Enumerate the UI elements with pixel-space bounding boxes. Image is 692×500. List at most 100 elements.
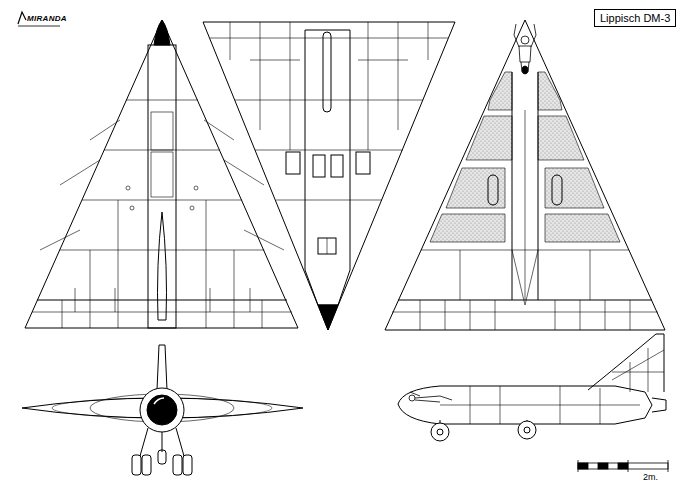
bottom-view	[260, 22, 261, 130]
structure-view	[538, 72, 539, 300]
reclining-pilot	[409, 392, 452, 402]
structure-view	[525, 110, 526, 300]
maker-logo: MIRANDA	[27, 14, 67, 23]
top-view	[234, 300, 235, 328]
front-view	[147, 395, 177, 425]
structure-view	[470, 300, 471, 330]
top-view	[194, 186, 198, 190]
reclining-pilot	[410, 392, 420, 396]
top-view	[82, 200, 242, 201]
structure-view	[545, 168, 604, 208]
scale-bar	[578, 463, 588, 469]
structure-view	[430, 214, 505, 242]
structure-view	[488, 72, 512, 110]
bottom-view	[331, 155, 343, 177]
bottom-view	[210, 38, 448, 39]
title-box: Lippisch DM-3	[594, 9, 676, 27]
bottom-view	[318, 238, 336, 254]
bottom-view	[203, 22, 455, 330]
top-view	[60, 160, 100, 185]
structure-view	[512, 72, 513, 300]
top-view	[148, 45, 176, 328]
structure-view	[630, 300, 631, 330]
structure-view	[420, 300, 421, 330]
top-view	[25, 20, 298, 328]
front-view	[157, 345, 167, 390]
top-view	[262, 300, 263, 328]
bottom-view	[203, 22, 455, 330]
side-view	[431, 423, 449, 441]
top-view	[115, 288, 116, 312]
top-view	[224, 160, 264, 185]
pilot-figure	[522, 66, 528, 74]
scale-bar	[628, 460, 629, 472]
structure-view	[590, 250, 591, 300]
front-view	[22, 345, 303, 475]
front-view	[158, 450, 166, 464]
top-view	[204, 120, 234, 140]
pilot-figure	[514, 24, 536, 74]
bottom-view	[230, 22, 428, 150]
top-view	[25, 20, 298, 328]
bottom-view	[235, 100, 423, 101]
top-view	[234, 250, 235, 300]
top-view	[154, 20, 170, 45]
structure-view	[580, 300, 581, 330]
structure-view	[555, 300, 556, 330]
top-view	[130, 206, 134, 210]
top-view	[210, 288, 211, 312]
pilot-figure	[514, 24, 536, 47]
bottom-view	[358, 60, 408, 61]
bottom-view	[286, 152, 300, 174]
bottom-view	[290, 22, 291, 150]
top-view	[206, 200, 207, 300]
scale-bar	[598, 463, 608, 469]
structure-view	[421, 250, 629, 251]
top-view	[126, 100, 198, 101]
bottom-view	[323, 32, 331, 112]
top-view	[151, 112, 173, 150]
bottom-view	[230, 22, 231, 60]
pilot-figure	[519, 46, 531, 62]
front-view	[140, 428, 184, 456]
scale-bar	[668, 460, 669, 472]
structure-view	[398, 300, 652, 301]
reclining-pilot	[409, 395, 415, 401]
side-view	[630, 362, 631, 392]
scale-label: 2m.	[643, 472, 658, 482]
side-view	[524, 427, 530, 433]
pilot-figure	[521, 36, 529, 44]
structure-view	[538, 72, 562, 110]
top-view	[37, 300, 287, 301]
bottom-view	[356, 152, 370, 174]
bottom-view	[276, 200, 382, 201]
front-view	[154, 398, 164, 404]
top-view	[126, 186, 130, 190]
structure-view	[545, 214, 620, 242]
structure-view	[385, 20, 665, 330]
bottom-view	[318, 305, 338, 330]
structure-view	[420, 250, 630, 330]
bottom-view	[428, 22, 429, 60]
structure-view	[552, 175, 562, 205]
top-view	[151, 152, 173, 197]
top-view	[60, 250, 265, 251]
title-text: Lippisch DM-3	[600, 12, 670, 24]
side-view	[440, 348, 664, 424]
side-view	[648, 348, 649, 392]
scale-bar	[578, 463, 668, 469]
structure-view	[445, 300, 446, 330]
top-view	[62, 300, 63, 328]
structure-view	[385, 20, 665, 330]
front-view	[173, 455, 182, 475]
top-view	[40, 230, 80, 250]
side-view	[440, 420, 527, 430]
top-view	[32, 312, 292, 313]
top-view	[158, 212, 167, 320]
structure-view	[446, 168, 505, 208]
front-view	[183, 455, 192, 475]
bottom-view	[398, 22, 399, 130]
bottom-view	[250, 60, 300, 61]
side-view	[612, 350, 664, 380]
